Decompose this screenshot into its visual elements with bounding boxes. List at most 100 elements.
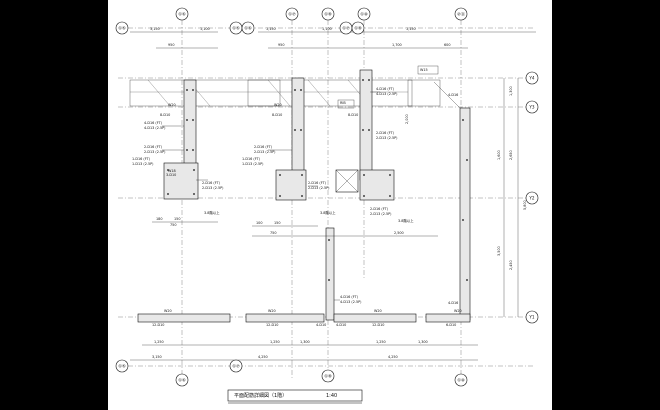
note-box-2 [337, 99, 355, 109]
grid-label-bottom-4: ①⑧ [324, 374, 332, 379]
label-hoop-right: 8-D10 [348, 113, 358, 117]
dim-150-mid: 150 [274, 221, 280, 225]
bottom-wall-4 [425, 313, 471, 323]
grid-label-top-2: ①⑦ [288, 12, 296, 17]
label-w-bottom-1: W20 [164, 309, 172, 313]
dim-bottom-sub-4: 1,250 [376, 340, 386, 344]
label-w-bottom-2: W20 [268, 309, 276, 313]
label-w-bottom-4: W20 [454, 309, 462, 313]
grid-label-side-4: ①⑦ [342, 26, 350, 31]
label-rebar-left-1: 4-D16 (FT) [144, 121, 163, 125]
label-rebar-mid-3: 1-D16 (FT) [242, 157, 261, 161]
grid-bubble-bottom-5 [454, 373, 468, 387]
label-rib: RIB [340, 101, 346, 105]
label-hoop-bottom-6: 6-D10 [446, 323, 456, 327]
grid-label-top-4: ①⑨ [360, 12, 368, 17]
label-hoop-left: 8-D10 [160, 113, 170, 117]
label-rebar-left-3: 2-D16 (FT) [144, 145, 163, 149]
dim-3500: 3,500 [497, 246, 501, 256]
label-rebar-left-5: 1-D16 (FT) [132, 157, 151, 161]
column-mid-a [291, 77, 305, 177]
beam-band-left [129, 79, 281, 107]
bottom-wall-3 [333, 313, 417, 323]
dim-top-sub-2: 950 [278, 43, 284, 47]
label-rebar-shaft-1: 4-D16 (FT) [340, 295, 359, 299]
title-block: 平面配筋詳細図（1階） 1:40 [227, 389, 363, 404]
label-rebar-left-2: 4-D13 (2.5P) [144, 126, 166, 130]
column-right-b [359, 169, 395, 201]
grid-bubble-top-4 [357, 7, 371, 21]
drawing-scale: 1:40 [326, 393, 337, 399]
label-w-left: W20 [168, 103, 176, 107]
grid-bubbles-side: ①⑤ ①⑤ ①⑥ ①⑦ ①⑧ [115, 21, 365, 35]
grid-bubble-side-5 [351, 21, 365, 35]
label-w-mid: W20 [274, 103, 282, 107]
label-note-mid: 3.8階以上 [320, 210, 336, 215]
label-rebar-right-5: 2-D16 (FT) [370, 207, 389, 211]
label-hoop-bottom-1: 12-D10 [152, 323, 164, 327]
drawing-paper: 3,150 1,100 3,150 1,100 3,150 950 950 1,… [108, 0, 552, 410]
grid-bubble-right-3 [525, 191, 539, 205]
grid-bubble-bottom-2 [175, 373, 189, 387]
label-w-right: W15 [420, 68, 428, 72]
grid-label-side-1: ①⑤ [118, 26, 126, 31]
top-dimensions: 3,150 1,100 3,150 1,100 3,150 950 950 1,… [130, 27, 536, 49]
dim-top-2: 1,100 [200, 27, 210, 31]
shaft-column [325, 227, 335, 321]
grid-label-right-2: Y3 [528, 105, 535, 110]
right-wall [459, 107, 471, 321]
grid-bubbles-top: ①⑥ ①⑦ ①⑧ ①⑨ ②⓪ [175, 7, 468, 21]
column-left-a [183, 79, 197, 177]
column-mid-b [275, 169, 307, 201]
grid-label-bottom-5: ①⑨ [457, 378, 465, 383]
label-rebar-right-6: 2-D13 (2.5P) [370, 212, 392, 216]
grid-label-top-1: ①⑥ [178, 12, 186, 17]
drawing-title: 平面配筋詳細図（1階） [234, 392, 287, 399]
bottom-wall-1 [137, 313, 231, 323]
label-note-right: 3.8階以上 [398, 218, 414, 223]
label-rebar-mid-1: 2-D16 (FT) [254, 145, 273, 149]
dim-top-4: 1,100 [322, 27, 332, 31]
dim-bottom-1: 3,150 [152, 355, 162, 359]
dim-bottom-2: 4,250 [258, 355, 268, 359]
dim-right-3: 2,450 [509, 260, 513, 270]
grid-bubble-top-2 [285, 7, 299, 21]
grid-label-bottom-3: ①⑦ [232, 364, 240, 369]
title-box [227, 389, 363, 402]
label-rebar-right-4: 2-D13 (2.5P) [376, 136, 398, 140]
label-rebar-left-4: 2-D13 (2.5P) [144, 150, 166, 154]
column-right-a [359, 69, 373, 181]
grid-label-right-1: Y4 [528, 76, 535, 81]
dim-100-mid: 100 [256, 221, 262, 225]
elevator-box [335, 169, 359, 193]
right-dimensions: 1,300 2,650 2,450 5,800 [503, 78, 527, 317]
label-rebar-left-7: 2-D16 (FT) [202, 181, 221, 185]
grid-bubble-bottom-4 [321, 369, 335, 383]
dim-2000: 2,000 [405, 114, 409, 124]
dim-750-mid: 750 [270, 231, 276, 235]
label-w-left-b: W18 [168, 169, 176, 173]
grid-label-side-5: ①⑧ [354, 26, 362, 31]
dim-top-5: 3,150 [406, 27, 416, 31]
dim-top-1: 3,150 [150, 27, 160, 31]
label-hoop-bottom-5: 12-D10 [372, 323, 384, 327]
dim-top-sub-4: 600 [444, 43, 450, 47]
dim-2500: 2,500 [394, 231, 404, 235]
grid-bubble-right-2 [525, 100, 539, 114]
leaders [162, 65, 461, 301]
dim-bottom-3: 4,250 [388, 355, 398, 359]
grid-label-top-3: ①⑧ [324, 12, 332, 17]
grid-bubble-top-3 [321, 7, 335, 21]
grid-bubbles-bottom: ①⑤ ①⑥ ①⑦ ①⑧ ①⑨ [115, 359, 468, 387]
dim-right-1: 1,300 [509, 86, 513, 96]
grid-bubble-side-1 [115, 21, 129, 35]
grid-label-bottom-2: ①⑥ [178, 378, 186, 383]
grid-label-bottom-1: ①⑤ [118, 364, 126, 369]
dim-bottom-sub-5: 1,300 [418, 340, 428, 344]
dim-bottom-sub-1: 1,250 [154, 340, 164, 344]
beam-band-right [407, 79, 441, 107]
label-hoop-left-b: 3-D10 [166, 173, 176, 177]
label-rebar-mid-6: 2-D13 (2.5P) [308, 186, 330, 190]
grid-label-right-3: Y2 [528, 196, 535, 201]
columns [137, 69, 471, 323]
